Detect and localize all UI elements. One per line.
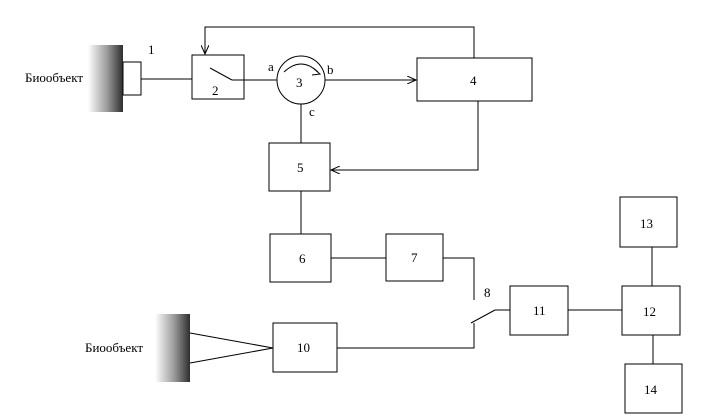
label-8: 8 xyxy=(484,285,491,300)
biobject-bottom-shape xyxy=(155,314,190,382)
label-4: 4 xyxy=(470,73,477,88)
block-14 xyxy=(624,363,683,414)
switch-contact xyxy=(209,67,233,81)
biobject-top-label: Биообъект xyxy=(25,70,83,85)
biobject-top-shape xyxy=(88,45,123,112)
label-10: 10 xyxy=(297,340,310,355)
label-2: 2 xyxy=(212,83,219,98)
block-10 xyxy=(272,322,338,373)
label-6: 6 xyxy=(299,251,306,266)
biobject-bottom-label: Биообъект xyxy=(85,340,143,355)
label-7: 7 xyxy=(411,250,418,265)
switch-8 xyxy=(470,309,496,324)
feedback-4-to-2 xyxy=(205,26,475,58)
probe-line-lower xyxy=(189,347,274,364)
block-11 xyxy=(509,285,569,336)
probe-line-upper xyxy=(189,332,274,349)
block-12 xyxy=(621,285,681,336)
block-5 xyxy=(268,142,331,192)
label-11: 11 xyxy=(533,303,546,318)
block-6 xyxy=(269,233,332,283)
port-c: c xyxy=(309,104,315,119)
block-4 xyxy=(416,57,533,102)
label-5: 5 xyxy=(297,160,304,175)
arrow-4-to-5 xyxy=(331,101,479,170)
sensor-1 xyxy=(122,61,142,96)
label-3: 3 xyxy=(296,75,303,90)
label-12: 12 xyxy=(643,304,656,319)
block-7 xyxy=(385,233,444,282)
port-a: a xyxy=(268,59,274,74)
switch-block-2 xyxy=(191,54,245,100)
label-13: 13 xyxy=(640,216,653,231)
port-b: b xyxy=(327,62,334,77)
label-14: 14 xyxy=(644,382,658,397)
block-13 xyxy=(619,196,678,248)
label-1: 1 xyxy=(148,42,155,57)
